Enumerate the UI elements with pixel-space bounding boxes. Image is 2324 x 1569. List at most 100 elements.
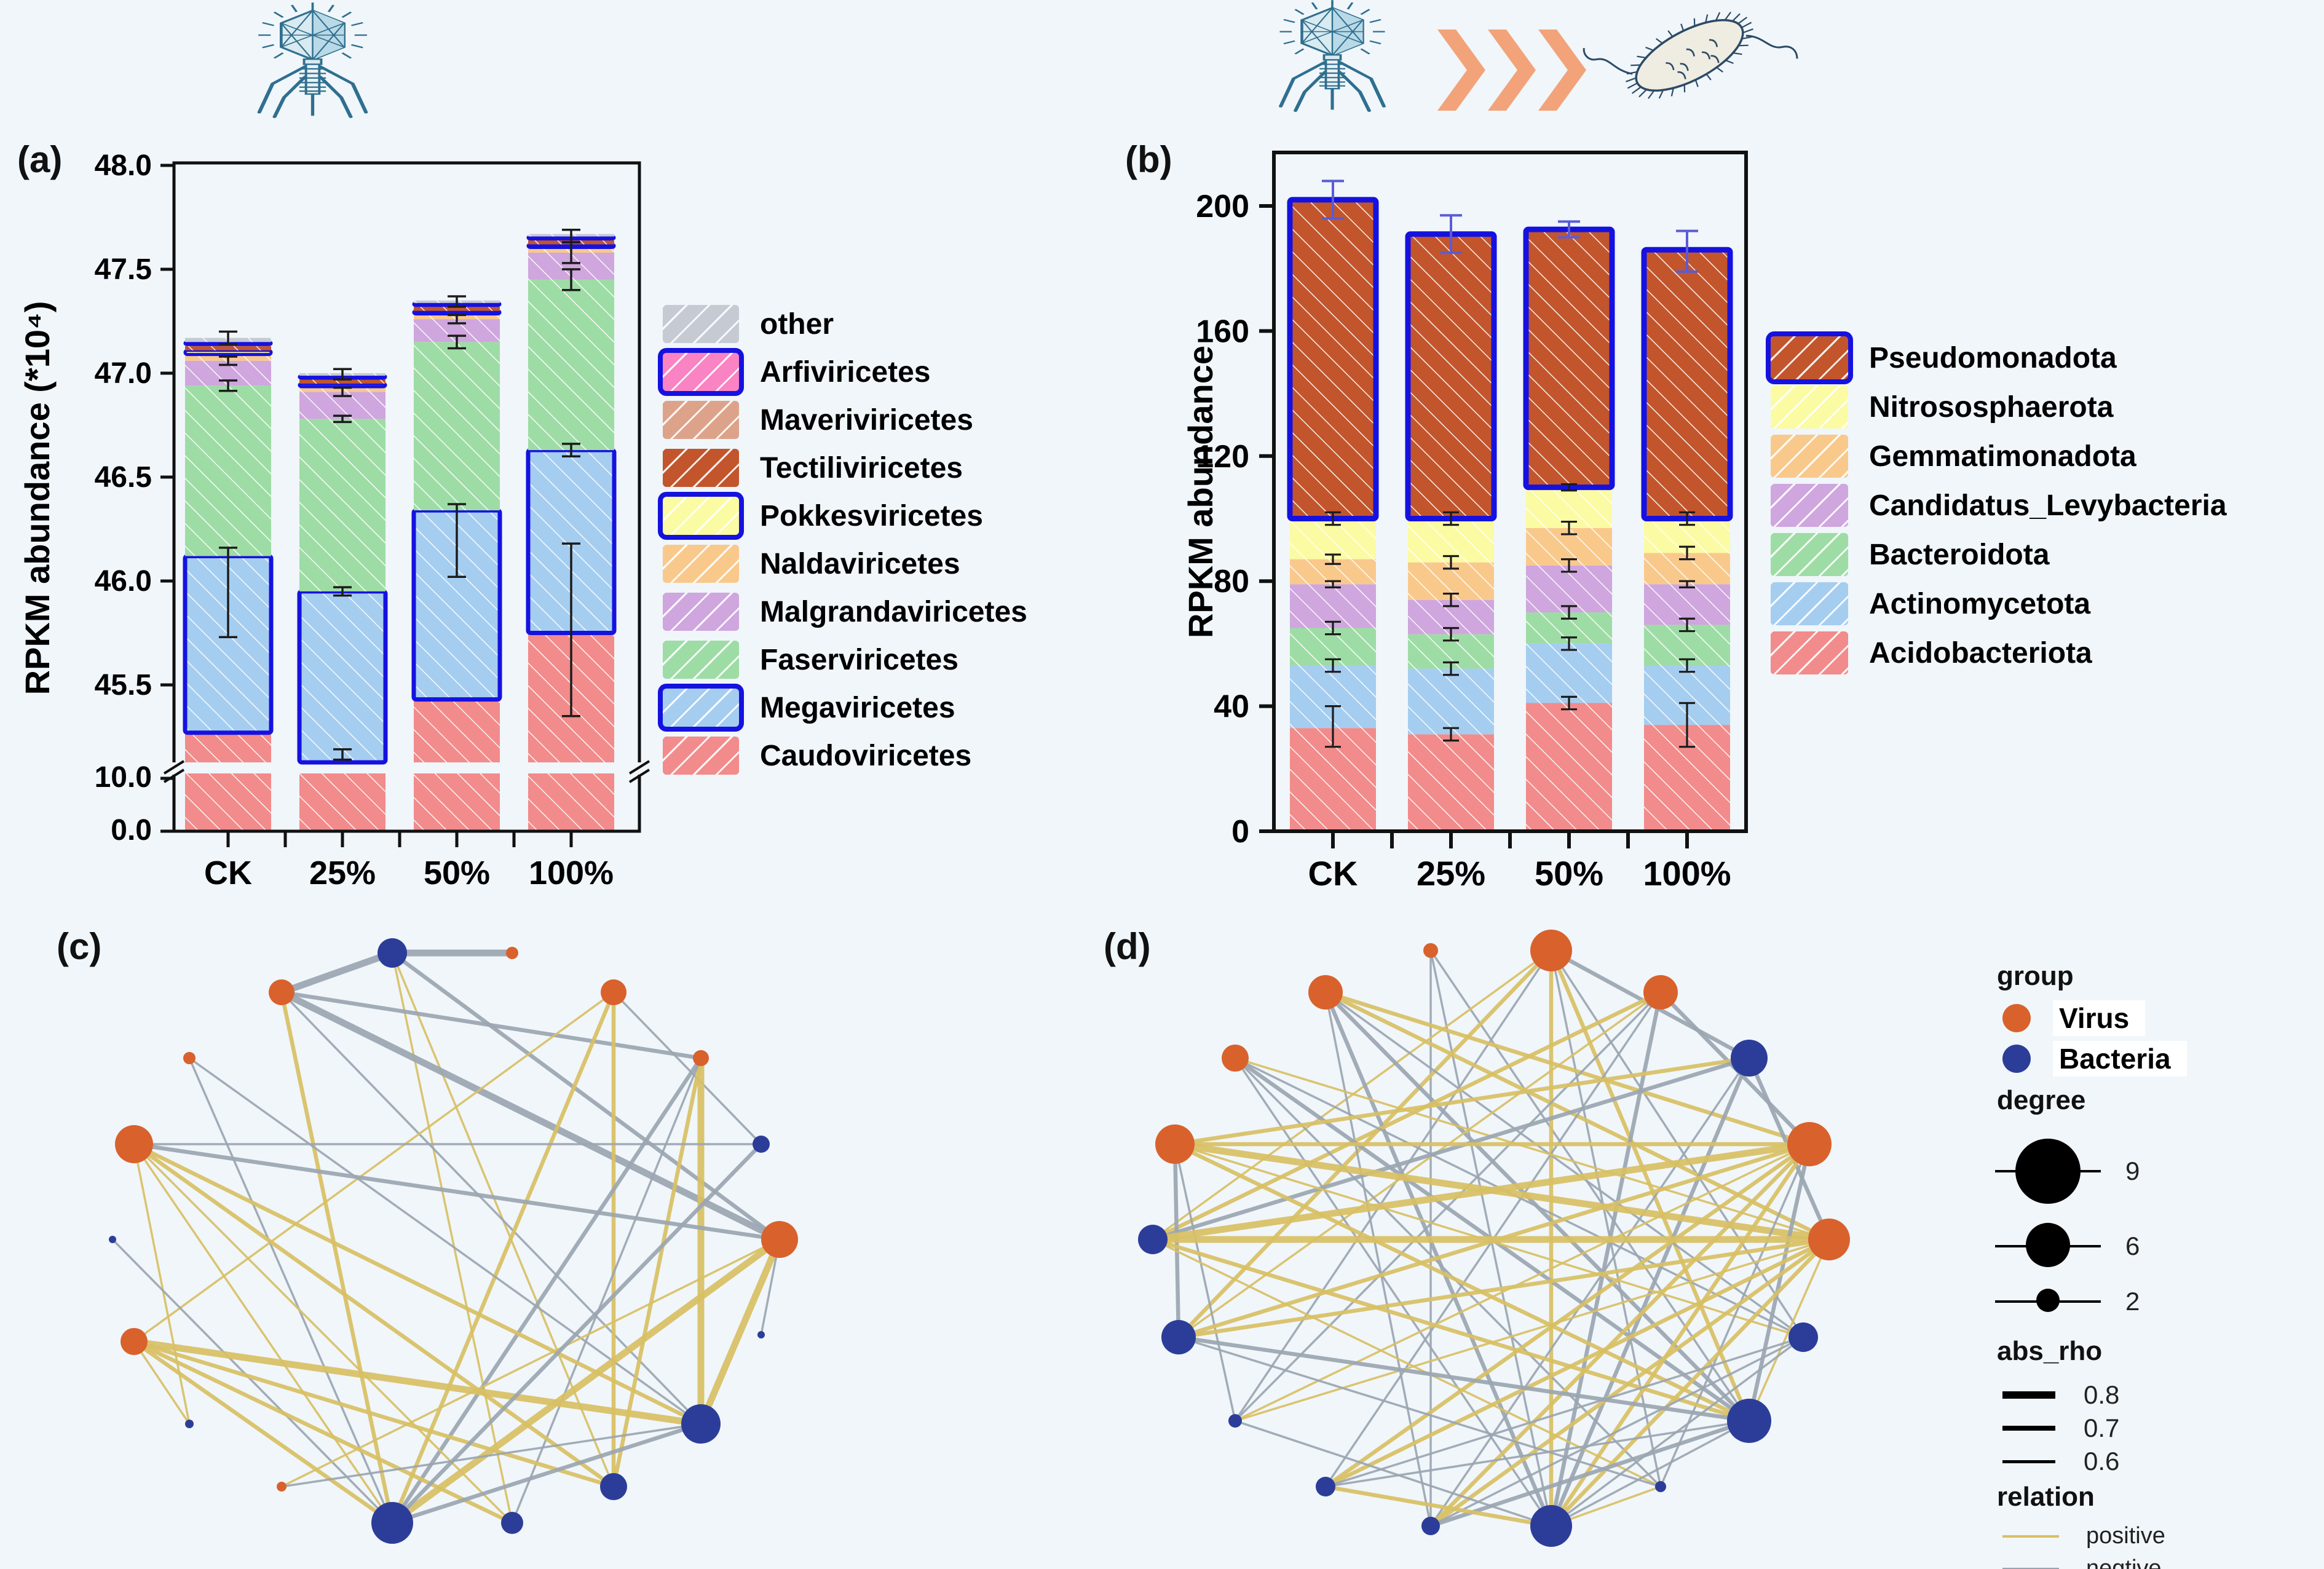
absrho-07-label: 0.7 [2084,1413,2120,1442]
panel-a-label: (a) [17,139,63,180]
legend-item-pokkesviricetes: Pokkesviricetes [663,492,1027,540]
degree-9-label: 9 [2125,1156,2140,1185]
legend-item-maveriviricetes: Maveriviricetes [663,396,1027,444]
legend-swatch [663,593,739,631]
svg-text:0.0: 0.0 [111,814,152,847]
panel-d-label: (d) [1104,926,1151,967]
svg-text:160: 160 [1196,314,1249,349]
legend-virus-label: Virus [2053,1000,2146,1036]
legend-label: Actinomycetota [1869,587,2091,620]
svg-text:45.5: 45.5 [95,669,152,702]
panel-b-label: (b) [1125,139,1172,180]
bacterium-cell-icon [1583,12,1798,99]
legend-absrho-title: abs_rho [1997,1336,2103,1366]
legend-swatch [663,545,739,583]
svg-text:25%: 25% [1417,854,1485,893]
legend-item-pseudomonadota: Pseudomonadota [1771,333,2227,382]
legend-item-other: other [663,300,1027,348]
svg-text:120: 120 [1196,439,1249,475]
legend-group-title: group [1997,961,2074,991]
legend-swatch [1771,336,1848,379]
legend-label: Candidatus_Levybacteria [1869,489,2227,522]
svg-text:RPKM abundance (*10⁴): RPKM abundance (*10⁴) [18,301,57,695]
absrho-08-line-icon [2002,1391,2055,1399]
svg-text:46.0: 46.0 [95,565,152,598]
degree-6-circle-icon [2026,1223,2070,1267]
legend-item-megaviricetes: Megaviricetes [663,684,1027,732]
panel-c-network [109,938,798,1544]
degree-2-label: 2 [2125,1287,2140,1316]
legend-swatch [663,305,739,343]
relation-negative-label: negtive [2086,1555,2162,1569]
svg-text:200: 200 [1196,189,1249,224]
legend-item-acidobacteriota: Acidobacteriota [1771,628,2227,678]
svg-text:80: 80 [1214,564,1249,599]
legend-label: Naldaviricetes [760,547,960,580]
svg-text:RPKM abundance: RPKM abundance [1181,346,1220,638]
bacteriophage-icon [257,2,368,119]
svg-text:50%: 50% [424,855,490,891]
legend-label: other [760,307,834,341]
legend-label: Pseudomonadota [1869,341,2117,374]
legend-relation-title: relation [1997,1482,2095,1512]
legend-item-bacteroidota: Bacteroidota [1771,530,2227,579]
bacteriophage-icon [1279,0,1386,113]
degree-2-circle-icon [2036,1289,2060,1312]
legend-swatch [1771,385,1848,429]
bacteria-dot-icon [2002,1045,2031,1073]
legend-swatch [663,401,739,439]
legend-swatch [1771,435,1848,478]
legend-bacteria-label: Bacteria [2053,1041,2187,1077]
panel-c-label: (c) [57,926,102,967]
triple-chevron-right-icon [1437,30,1586,111]
absrho-06-line-icon [2002,1460,2055,1463]
legend-swatch [663,641,739,679]
absrho-06-label: 0.6 [2084,1447,2120,1476]
absrho-06-item: 0.6 [2002,1447,2119,1476]
legend-swatch [663,737,739,775]
svg-text:40: 40 [1214,689,1249,725]
legend-item-actinomycetota: Actinomycetota [1771,579,2227,628]
legend-label: Gemmatimonadota [1869,440,2136,473]
svg-text:46.5: 46.5 [95,461,152,494]
network-legend: group Virus Bacteria degree 9 6 2 abs_rh… [1995,956,2324,1569]
legend-label: Caudoviricetes [760,739,972,772]
svg-text:100%: 100% [529,855,614,891]
absrho-08-label: 0.8 [2084,1380,2120,1409]
legend-item-arfiviricetes: Arfiviricetes [663,348,1027,396]
svg-text:CK: CK [1308,854,1358,893]
legend-bacteria-item: Bacteria [2002,1041,2187,1077]
legend-item-gemmatimonadota: Gemmatimonadota [1771,432,2227,481]
legend-degree-title: degree [1997,1085,2086,1115]
legend-label: Faserviricetes [760,643,958,676]
legend-item-tectiliviricetes: Tectiliviricetes [663,444,1027,492]
legend-label: Nitrososphaerota [1869,390,2114,424]
legend-item-malgrandaviricetes: Malgrandaviricetes [663,588,1027,636]
legend-item-faserviricetes: Faserviricetes [663,636,1027,684]
legend-item-candidatus_levybacteria: Candidatus_Levybacteria [1771,481,2227,530]
svg-text:10.0: 10.0 [95,761,152,794]
absrho-08-item: 0.8 [2002,1380,2119,1410]
legend-label: Megaviricetes [760,691,955,724]
legend-label: Arfiviricetes [760,355,931,389]
absrho-07-item: 0.7 [2002,1413,2119,1443]
svg-text:0: 0 [1231,814,1249,850]
svg-text:48.0: 48.0 [95,149,152,182]
legend-virus-item: Virus [2002,1000,2146,1036]
legend-label: Pokkesviricetes [760,499,983,532]
legend-item-naldaviricetes: Naldaviricetes [663,540,1027,588]
svg-text:47.5: 47.5 [95,253,152,286]
relation-positive-item: positive [2002,1523,2165,1549]
relation-positive-label: positive [2086,1523,2165,1549]
absrho-07-line-icon [2002,1426,2055,1431]
legend-item-nitrososphaerota: Nitrososphaerota [1771,382,2227,432]
legend-swatch [663,497,739,535]
panel-d-network [1138,930,1850,1547]
degree-6-label: 6 [2125,1231,2140,1260]
svg-text:47.0: 47.0 [95,357,152,390]
